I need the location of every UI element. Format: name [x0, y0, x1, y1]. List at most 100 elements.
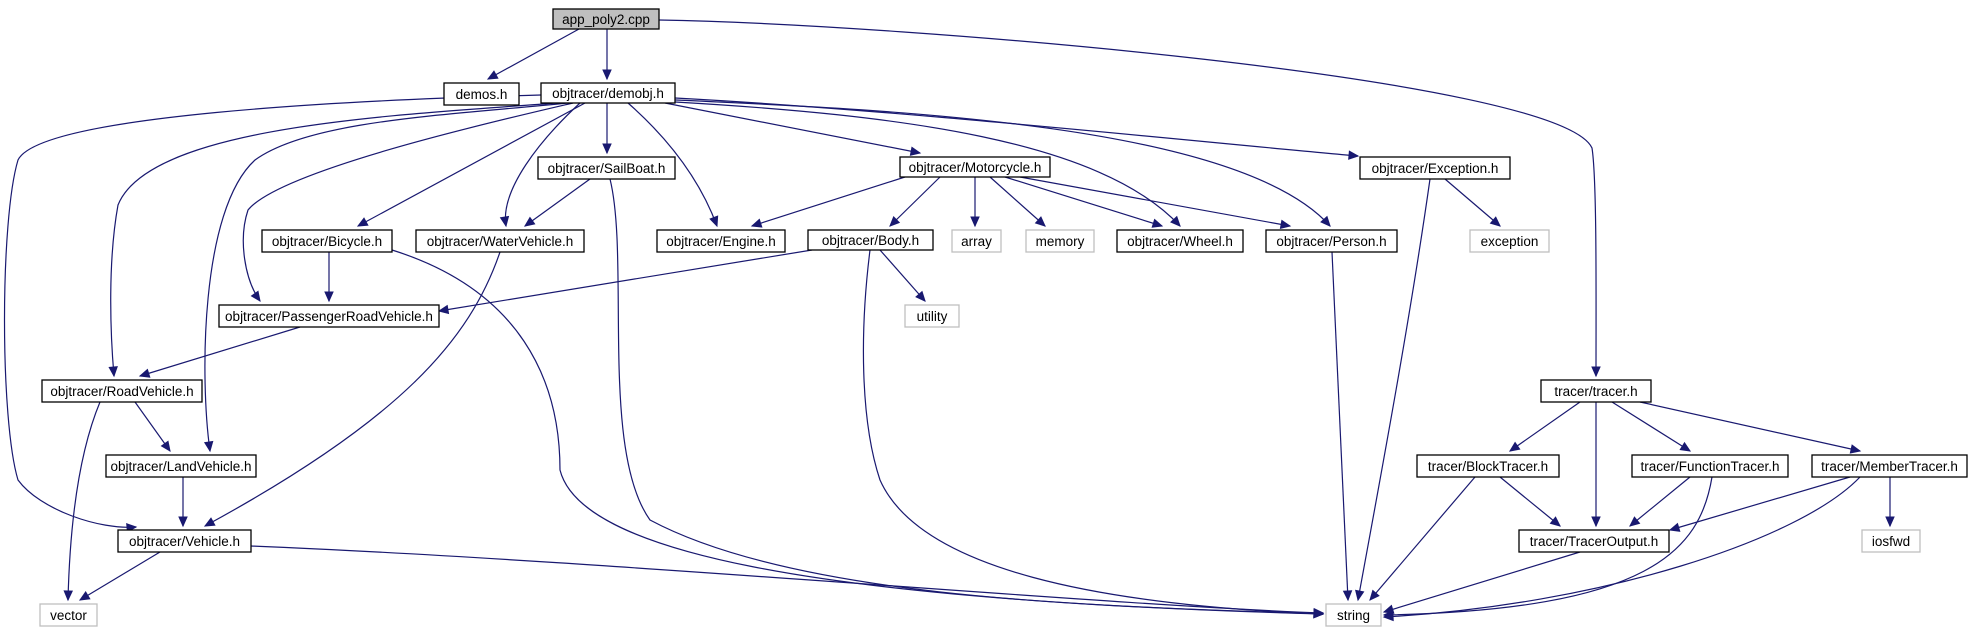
node-traceroutput[interactable]: tracer/TracerOutput.h [1518, 529, 1670, 553]
arrowhead-icon [78, 591, 91, 601]
node-bicycle[interactable]: objtracer/Bicycle.h [261, 229, 393, 253]
node-membertracer[interactable]: tracer/MemberTracer.h [1811, 454, 1968, 478]
node-label: string [1337, 608, 1370, 623]
edge-tracer-to-blocktracer [1508, 401, 1581, 452]
edge-layer [3, 19, 1895, 622]
edge-demobj-to-landvehicle [203, 102, 569, 453]
arrowhead-icon [1382, 611, 1394, 622]
arrowhead-icon [356, 217, 369, 227]
edge-blocktracer-to-traceroutput [1499, 476, 1561, 527]
edge-body-to-passenger [437, 249, 813, 315]
edge-tracer-to-functiontracer [1611, 401, 1692, 452]
arrowhead-icon [250, 290, 261, 303]
node-person[interactable]: objtracer/Person.h [1265, 229, 1398, 253]
edge-body-to-utility [879, 249, 926, 302]
node-iosfwd: iosfwd [1861, 529, 1921, 553]
node-blocktracer[interactable]: tracer/BlockTracer.h [1416, 454, 1560, 478]
arrowhead-icon [1679, 441, 1692, 452]
arrowhead-icon [1591, 516, 1601, 528]
arrowhead-icon [1508, 441, 1521, 452]
node-label: objtracer/Vehicle.h [129, 534, 240, 549]
arrowhead-icon [1629, 516, 1641, 527]
edge-membertracer-to-string [1382, 476, 1861, 622]
node-vehicle[interactable]: objtracer/Vehicle.h [117, 529, 252, 553]
edge-roadvehicle-to-landvehicle [134, 401, 171, 453]
node-label: memory [1036, 234, 1085, 249]
node-label: app_poly2.cpp [562, 12, 650, 27]
edge-demobj-to-person [674, 99, 1331, 227]
edge-blocktracer-to-string [1369, 476, 1476, 601]
node-watervehicle[interactable]: objtracer/WaterVehicle.h [415, 229, 585, 253]
arrowhead-icon [1382, 604, 1395, 614]
node-label: tracer/tracer.h [1554, 384, 1637, 399]
arrowhead-icon [1320, 215, 1331, 227]
node-layer: app_poly2.cpp demos.h objtracer/demobj.h ob… [39, 8, 1968, 627]
arrowhead-icon [709, 215, 719, 228]
arrowhead-icon [1885, 516, 1895, 528]
edge-demobj-to-roadvehicle [108, 102, 558, 378]
edge-demobj-to-wheel [674, 101, 1181, 227]
edge-demobj-to-passenger [242, 102, 574, 303]
edge-tracer-to-membertracer [1639, 401, 1862, 454]
arrowhead-icon [1170, 215, 1181, 227]
node-label: objtracer/Person.h [1276, 234, 1386, 249]
edge-demobj-to-sailboat [602, 103, 612, 155]
edge-membertracer-to-iosfwd [1885, 477, 1895, 528]
edge-demobj-to-exception_h [674, 97, 1360, 160]
edge-demobj-to-bicycle [356, 102, 586, 227]
node-engine[interactable]: objtracer/Engine.h [656, 229, 786, 253]
edge-exception_h-to-string [1355, 178, 1431, 602]
arrowhead-icon [324, 291, 334, 303]
node-label: objtracer/Wheel.h [1127, 234, 1233, 249]
arrowhead-icon [1849, 444, 1862, 454]
edge-bicycle-to-passenger [324, 252, 334, 303]
edge-motorcycle-to-memory [989, 176, 1046, 227]
node-demobj[interactable]: objtracer/demobj.h [540, 82, 676, 104]
arrowhead-icon [1591, 366, 1601, 378]
edge-vehicle-to-vector [78, 551, 161, 601]
edge-landvehicle-to-vehicle [178, 477, 188, 528]
edge-traceroutput-to-string [1382, 551, 1581, 614]
node-wheel[interactable]: objtracer/Wheel.h [1116, 229, 1244, 253]
edge-exception_h-to-exception [1444, 178, 1501, 227]
edge-person-to-string [1331, 251, 1353, 602]
node-exception_h[interactable]: objtracer/Exception.h [1359, 156, 1511, 180]
node-landvehicle[interactable]: objtracer/LandVehicle.h [105, 454, 257, 478]
arrowhead-icon [486, 70, 499, 80]
node-label: tracer/BlockTracer.h [1428, 459, 1548, 474]
node-body[interactable]: objtracer/Body.h [807, 229, 934, 251]
edge-motorcycle-to-body [889, 176, 941, 227]
arrowhead-icon [1313, 607, 1325, 618]
node-label: objtracer/Motorcycle.h [909, 160, 1042, 175]
edge-app_poly2-to-tracer [658, 19, 1601, 378]
edge-functiontracer-to-traceroutput [1629, 476, 1691, 527]
node-demos[interactable]: demos.h [443, 82, 520, 106]
edge-bicycle-to-string [391, 249, 1325, 619]
edge-roadvehicle-to-vector [63, 401, 101, 602]
node-motorcycle[interactable]: objtracer/Motorcycle.h [899, 156, 1051, 178]
node-functiontracer[interactable]: tracer/FunctionTracer.h [1631, 454, 1789, 478]
node-app_poly2[interactable]: app_poly2.cpp [552, 8, 660, 30]
edge-motorcycle-to-person [1019, 176, 1292, 229]
edge-app_poly2-to-demos [486, 28, 580, 80]
node-label: tracer/FunctionTracer.h [1640, 459, 1779, 474]
edge-demobj-to-motorcycle [664, 102, 922, 156]
node-label: objtracer/demobj.h [552, 86, 664, 101]
node-passenger[interactable]: objtracer/PassengerRoadVehicle.h [218, 304, 440, 328]
edge-demobj-to-engine [627, 102, 719, 228]
node-label: objtracer/Engine.h [666, 234, 776, 249]
node-label: objtracer/Exception.h [1372, 161, 1499, 176]
node-roadvehicle[interactable]: objtracer/RoadVehicle.h [41, 379, 203, 403]
arrowhead-icon [602, 143, 612, 155]
arrowhead-icon [63, 590, 74, 602]
node-utility: utility [904, 304, 960, 328]
node-label: tracer/MemberTracer.h [1821, 459, 1958, 474]
arrowhead-icon [178, 516, 188, 528]
arrowhead-icon [524, 216, 536, 227]
node-vector: vector [39, 603, 98, 627]
arrowhead-icon [1549, 516, 1561, 527]
arrowhead-icon [1489, 216, 1501, 227]
node-tracer[interactable]: tracer/tracer.h [1540, 379, 1652, 403]
node-sailboat[interactable]: objtracer/SailBoat.h [537, 156, 676, 180]
arrowhead-icon [1348, 150, 1360, 160]
